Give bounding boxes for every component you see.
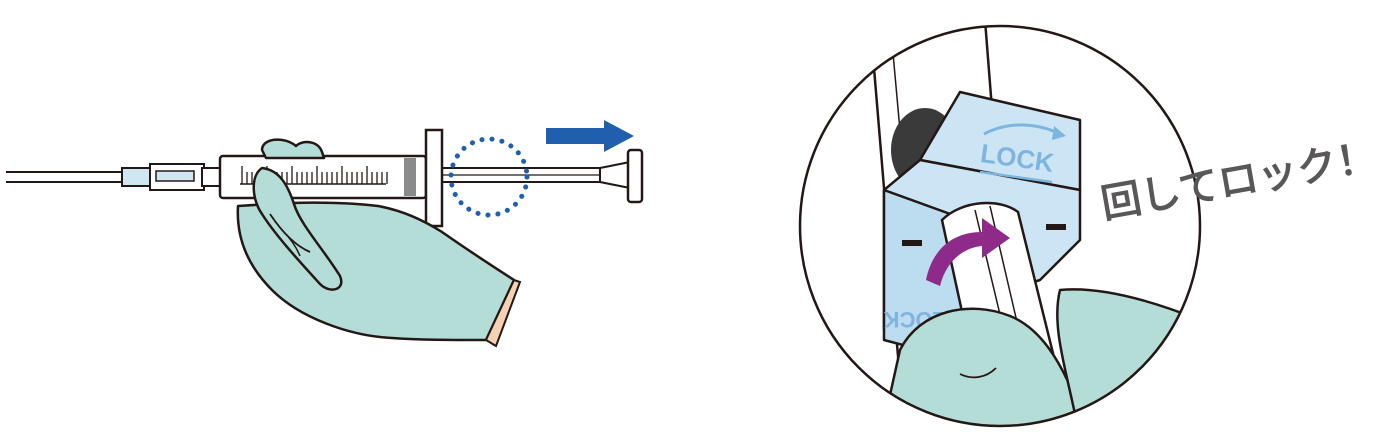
- left-panel-syringe-illustration: [6, 120, 644, 348]
- pull-direction-arrow-icon: [546, 120, 634, 152]
- plunger-rod: [439, 148, 644, 204]
- right-panel-closeup: LOCK LOCK 回してロック！: [798, 24, 1380, 428]
- focus-ring-dotted: [448, 136, 530, 218]
- syringe-barrel: [218, 154, 428, 200]
- tube-line: [6, 171, 128, 183]
- closeup-circle-border: [798, 24, 1202, 428]
- syringe-flange: [424, 128, 444, 228]
- gloved-hand: [236, 138, 522, 348]
- rotate-arrow-icon: [926, 218, 1010, 286]
- syringe-connector: [121, 163, 223, 191]
